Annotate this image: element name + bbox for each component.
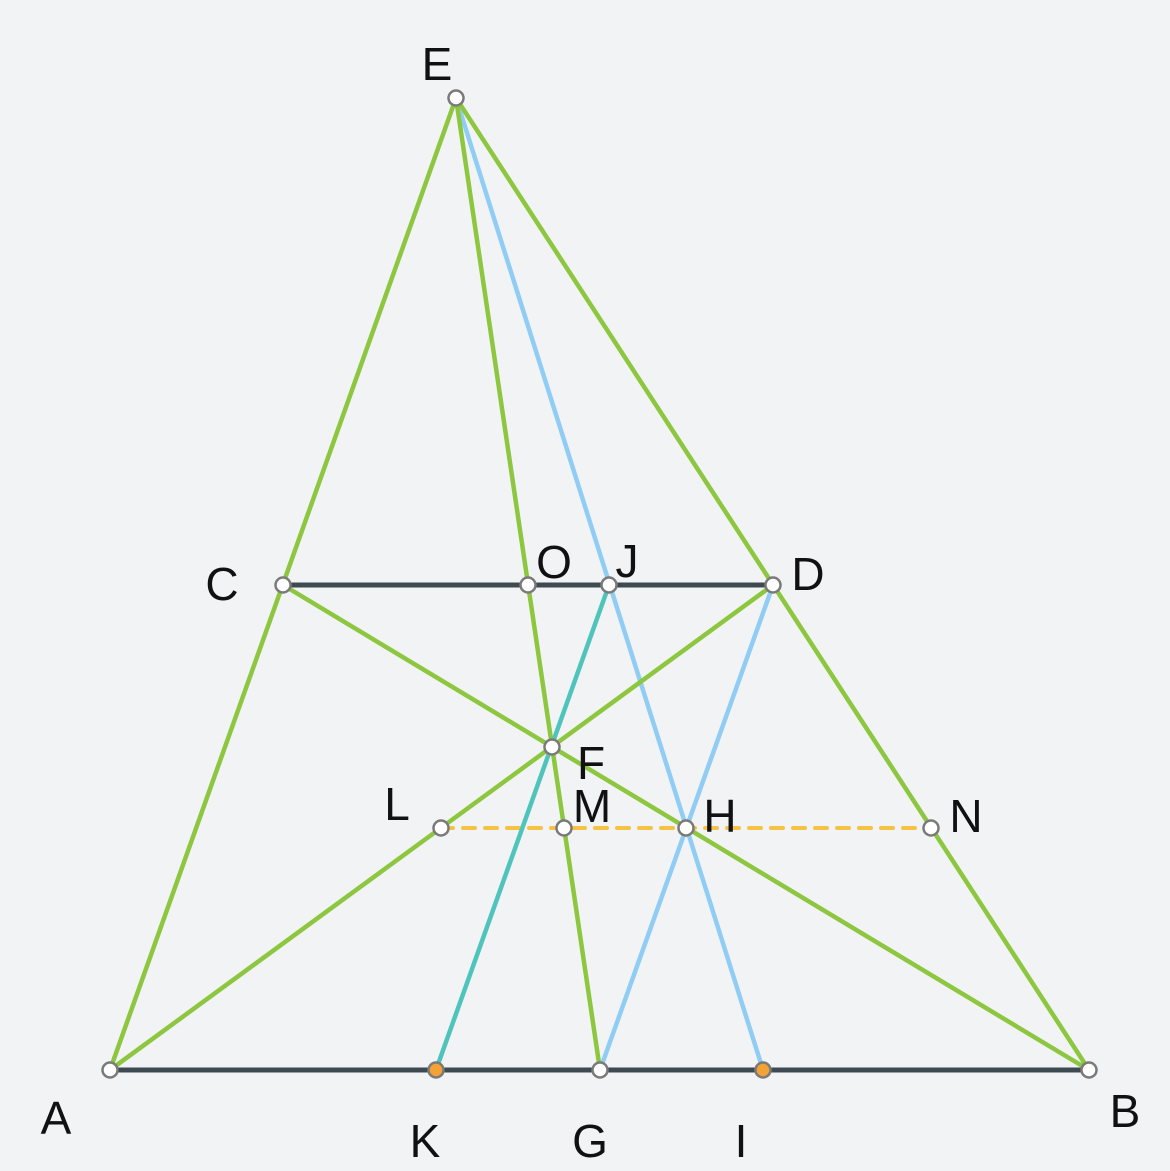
label-j: J: [616, 535, 639, 587]
point-k[interactable]: [427, 1061, 445, 1079]
labels-layer: A B C D E F G H I J K L M N O: [41, 38, 1141, 1167]
label-h: H: [703, 790, 736, 842]
label-f: F: [577, 737, 605, 789]
label-b: B: [1110, 1085, 1141, 1137]
point-l[interactable]: [432, 819, 450, 837]
label-d: D: [791, 548, 824, 600]
label-m: M: [573, 780, 611, 832]
label-i: I: [735, 1115, 748, 1167]
label-g: G: [572, 1115, 608, 1167]
segment-jk: [433, 582, 612, 1073]
point-i[interactable]: [754, 1061, 772, 1079]
point-d[interactable]: [764, 576, 782, 594]
label-n: N: [949, 790, 982, 842]
point-b[interactable]: [1080, 1061, 1098, 1079]
point-a[interactable]: [101, 1061, 119, 1079]
point-e[interactable]: [447, 89, 465, 107]
point-c[interactable]: [274, 576, 292, 594]
point-o[interactable]: [519, 576, 537, 594]
point-j[interactable]: [600, 576, 618, 594]
label-l: L: [384, 778, 410, 830]
label-c: C: [205, 558, 238, 610]
point-f[interactable]: [543, 738, 561, 756]
label-k: K: [410, 1115, 441, 1167]
point-g[interactable]: [591, 1061, 609, 1079]
label-a: A: [41, 1092, 72, 1144]
label-o: O: [536, 536, 572, 588]
label-e: E: [422, 38, 453, 90]
point-n[interactable]: [922, 819, 940, 837]
point-m[interactable]: [555, 819, 573, 837]
points-layer: [101, 89, 1098, 1079]
point-h[interactable]: [677, 819, 695, 837]
